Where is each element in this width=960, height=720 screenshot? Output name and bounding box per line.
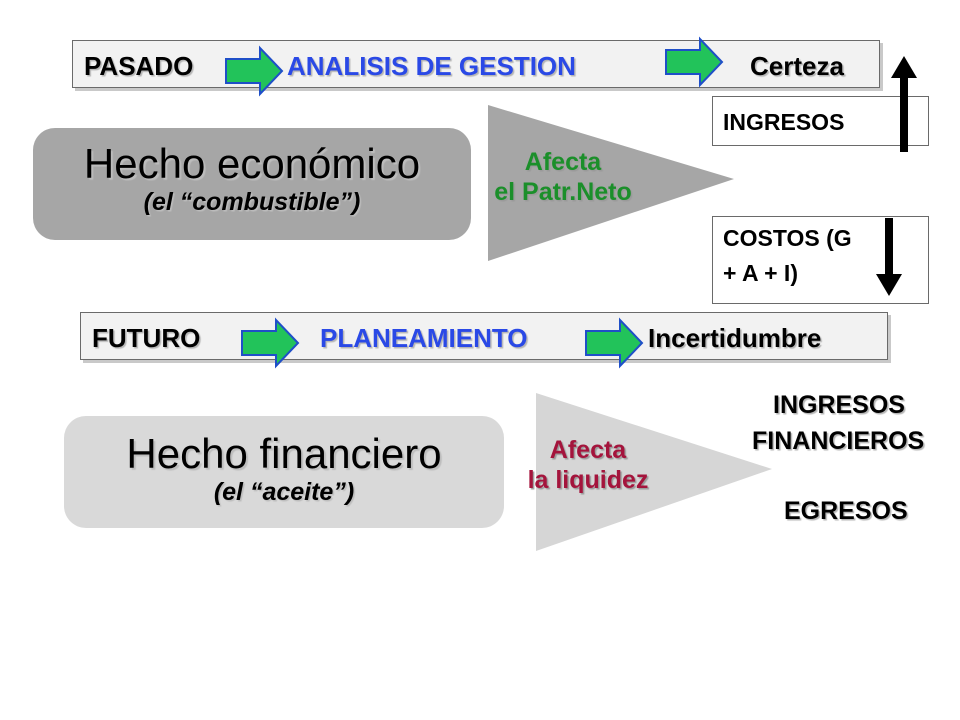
bottom-banner — [80, 312, 888, 360]
ingresos-label: INGRESOS — [723, 109, 845, 135]
top-banner-middle: ANALISIS DE GESTION — [287, 51, 576, 81]
arrow-up-icon — [891, 56, 917, 152]
arrow-right-icon — [225, 45, 284, 97]
ingresos-financieros-label: INGRESOS FINANCIEROS — [748, 387, 960, 460]
top-banner-left: PASADO — [84, 51, 194, 81]
effect-patrimonio-label: Afecta el Patr.Neto — [463, 147, 663, 207]
triangle-icon — [536, 393, 772, 551]
top-banner-right: Certeza — [750, 51, 844, 81]
costos-line1: COSTOS (G — [723, 225, 852, 251]
costos-line2: + A + I) — [723, 259, 798, 286]
ingresos-financieros-line2: FINANCIEROS — [752, 427, 925, 456]
effect-patrimonio-line2: el Patr.Neto — [494, 178, 632, 206]
hecho-financiero-subtitle: (el “aceite”) — [213, 478, 355, 507]
ingresos-box: INGRESOS — [712, 96, 929, 146]
bottom-banner-left: FUTURO — [92, 323, 201, 353]
egresos-label: EGRESOS — [784, 497, 908, 525]
triangle-icon — [488, 105, 734, 261]
arrow-right-icon — [241, 317, 300, 369]
effect-liquidez-label: Afecta la liquidez — [493, 435, 683, 495]
top-banner — [72, 40, 880, 88]
hecho-economico-subtitle: (el “combustible”) — [143, 188, 361, 217]
hecho-financiero-title: Hecho financiero — [126, 430, 442, 477]
hecho-financiero-box: Hecho financiero (el “aceite”) — [64, 416, 504, 528]
arrow-down-icon — [876, 218, 902, 296]
arrow-right-icon — [665, 36, 724, 88]
arrow-right-icon — [585, 317, 644, 369]
hecho-economico-box: Hecho económico (el “combustible”) — [33, 128, 471, 240]
effect-patrimonio-line1: Afecta — [524, 148, 602, 176]
effect-liquidez-line2: la liquidez — [527, 466, 649, 494]
bottom-banner-right: Incertidumbre — [648, 323, 822, 353]
bottom-banner-middle: PLANEAMIENTO — [320, 323, 528, 353]
effect-liquidez-line1: Afecta — [549, 436, 627, 464]
hecho-economico-title: Hecho económico — [83, 140, 421, 187]
ingresos-financieros-line1: INGRESOS — [773, 391, 905, 419]
